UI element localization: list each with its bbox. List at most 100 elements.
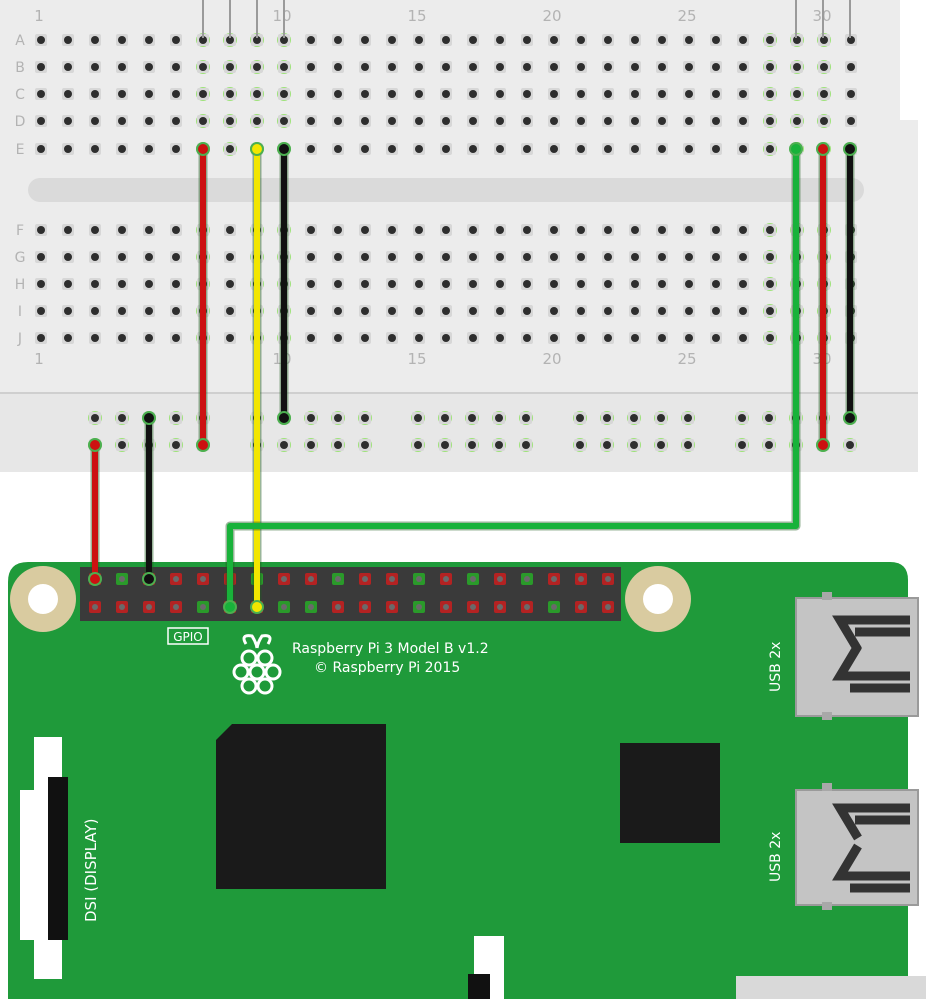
gpio-pin-center — [416, 576, 422, 582]
breadboard-hole — [496, 226, 504, 234]
breadboard-hole — [415, 36, 423, 44]
breadboard-hole — [739, 307, 747, 315]
breadboard-hole — [37, 307, 45, 315]
gpio-pin-center — [281, 604, 287, 610]
breadboard-hole — [415, 226, 423, 234]
breadboard-hole — [685, 117, 693, 125]
gpio-pin-center — [308, 604, 314, 610]
breadboard-hole — [226, 145, 234, 153]
breadboard-hole — [361, 36, 369, 44]
breadboard-hole — [307, 280, 315, 288]
breadboard-hole — [847, 90, 855, 98]
breadboard-hole — [334, 90, 342, 98]
breadboard-hole — [469, 280, 477, 288]
camera-connector-latch — [468, 974, 490, 999]
breadboard-hole — [388, 253, 396, 261]
breadboard-center-channel — [28, 178, 864, 202]
breadboard-hole — [442, 117, 450, 125]
breadboard-hole — [658, 307, 666, 315]
gpio-pin-center — [308, 576, 314, 582]
breadboard-hole — [91, 280, 99, 288]
board-title: Raspberry Pi 3 Model B v1.2 — [292, 641, 489, 657]
breadboard-hole — [550, 63, 558, 71]
breadboard-hole — [685, 63, 693, 71]
breadboard-hole — [91, 36, 99, 44]
column-number: 15 — [407, 7, 426, 25]
breadboard-hole — [658, 226, 666, 234]
breadboard-hole — [550, 334, 558, 342]
row-letter: G — [15, 250, 26, 266]
breadboard-hole — [684, 414, 692, 422]
column-number: 20 — [542, 350, 561, 368]
column-number: 20 — [542, 7, 561, 25]
breadboard-hole — [550, 280, 558, 288]
mounting-hole-left-inner — [28, 584, 58, 614]
gpio-pin-center — [146, 604, 152, 610]
breadboard-hole — [658, 334, 666, 342]
breadboard-hole — [712, 307, 720, 315]
breadboard-hole — [226, 117, 234, 125]
board-copyright: © Raspberry Pi 2015 — [314, 660, 460, 676]
breadboard-hole — [91, 226, 99, 234]
breadboard-hole — [685, 145, 693, 153]
black-wire-right-end — [843, 142, 857, 156]
breadboard-hole — [334, 307, 342, 315]
breadboard-hole — [361, 117, 369, 125]
breadboard-hole — [793, 63, 801, 71]
yellow-wire-end — [250, 600, 264, 614]
breadboard-hole — [414, 441, 422, 449]
breadboard-hole — [577, 307, 585, 315]
black-wire-power-end — [142, 572, 156, 586]
breadboard-hole — [226, 280, 234, 288]
breadboard-hole — [361, 226, 369, 234]
breadboard-hole — [253, 117, 261, 125]
green-wire-end — [789, 142, 803, 156]
breadboard-hole — [91, 117, 99, 125]
gpio-pin-center — [92, 604, 98, 610]
gpio-pin-center — [416, 604, 422, 610]
breadboard-hole — [550, 253, 558, 261]
breadboard-hole — [577, 334, 585, 342]
breadboard-hole — [550, 226, 558, 234]
breadboard-hole — [91, 414, 99, 422]
breadboard-hole — [577, 90, 585, 98]
breadboard-hole — [37, 117, 45, 125]
breadboard-hole — [604, 280, 612, 288]
breadboard-hole — [523, 117, 531, 125]
breadboard-hole — [334, 334, 342, 342]
breadboard-hole — [847, 63, 855, 71]
gpio-pin-center — [389, 604, 395, 610]
breadboard-hole — [766, 334, 774, 342]
row-letter: E — [16, 142, 25, 158]
breadboard-labels: ABCDEFGHIJ1110101515202025253030 — [15, 0, 851, 368]
breadboard-hole — [766, 307, 774, 315]
breadboard-hole — [657, 441, 665, 449]
breadboard-hole — [441, 414, 449, 422]
breadboard-hole — [496, 280, 504, 288]
breadboard-hole — [388, 63, 396, 71]
breadboard-hole — [145, 280, 153, 288]
green-wire-end — [223, 600, 237, 614]
breadboard-hole — [738, 414, 746, 422]
gpio-pin-center — [200, 576, 206, 582]
breadboard-hole — [442, 334, 450, 342]
breadboard-hole — [118, 145, 126, 153]
breadboard-hole — [280, 90, 288, 98]
breadboard-hole — [334, 145, 342, 153]
breadboard-hole — [307, 307, 315, 315]
breadboard-hole — [739, 36, 747, 44]
breadboard-right-notch — [900, 0, 926, 120]
breadboard-hole — [820, 63, 828, 71]
column-number: 1 — [34, 350, 44, 368]
breadboard-hole — [685, 36, 693, 44]
column-number: 25 — [677, 7, 696, 25]
breadboard-hole — [496, 117, 504, 125]
breadboard-hole — [523, 63, 531, 71]
breadboard-hole — [630, 441, 638, 449]
breadboard-hole — [388, 145, 396, 153]
raspberry-logo-icon — [232, 634, 282, 695]
breadboard-hole — [415, 307, 423, 315]
breadboard-hole — [388, 334, 396, 342]
breadboard-hole — [172, 226, 180, 234]
breadboard-hole — [442, 90, 450, 98]
